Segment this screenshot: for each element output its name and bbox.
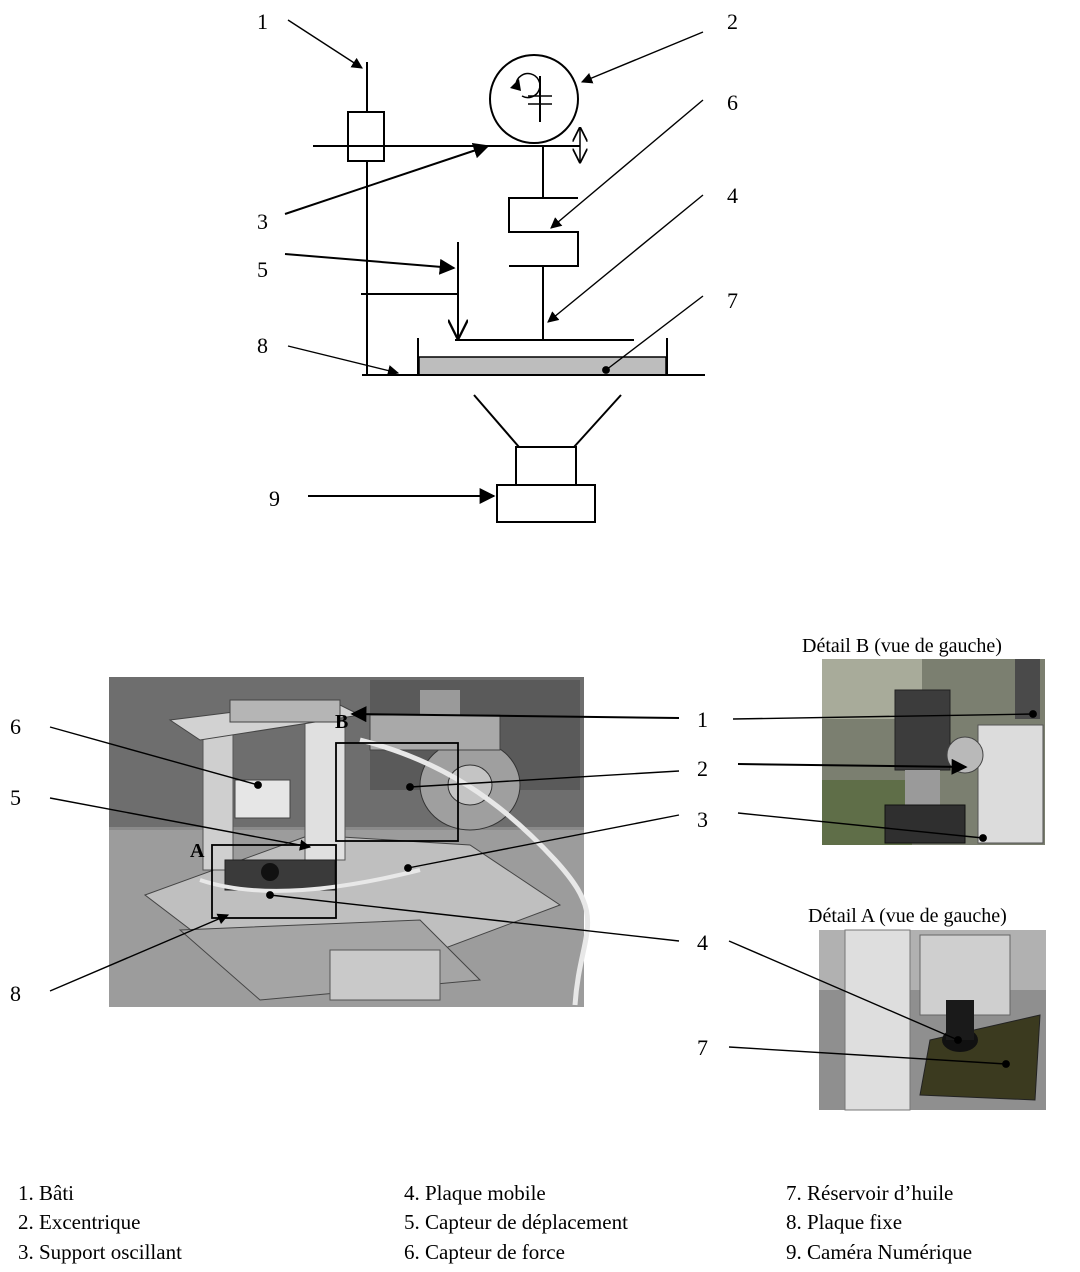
photo-label-8: 8 <box>10 981 21 1006</box>
legend-item: 3. Support oscillant <box>18 1238 182 1267</box>
schematic-label-8: 8 <box>257 333 268 358</box>
photo-label-4: 4 <box>697 930 708 955</box>
schematic-label-7: 7 <box>727 288 738 313</box>
legend-item: 4. Plaque mobile <box>404 1179 628 1208</box>
schematic-label-4: 4 <box>727 183 738 208</box>
photo-label-5: 5 <box>10 785 21 810</box>
photo-label-3: 3 <box>697 807 708 832</box>
photo-label-1: 1 <box>697 707 708 732</box>
force-sensor-shape <box>509 198 578 266</box>
schematic-label-1: 1 <box>257 9 268 34</box>
legend-item: 1. Bâti <box>18 1179 182 1208</box>
legend-item: 6. Capteur de force <box>404 1238 628 1267</box>
camera-lens <box>516 447 576 485</box>
detail-b-caption: Détail B (vue de gauche) <box>802 635 1002 657</box>
slider-block <box>348 112 384 161</box>
schematic-label-9: 9 <box>269 486 280 511</box>
photo-label-6: 6 <box>10 714 21 739</box>
legend-column-1: 1. Bâti 2. Excentrique 3. Support oscill… <box>18 1179 182 1267</box>
schematic-label-3: 3 <box>257 209 268 234</box>
oil-tank-fill <box>419 357 666 375</box>
schematic-label-2: 2 <box>727 9 738 34</box>
legend-column-2: 4. Plaque mobile 5. Capteur de déplaceme… <box>404 1179 628 1267</box>
schematic-label-6: 6 <box>727 90 738 115</box>
legend-item: 2. Excentrique <box>18 1208 182 1237</box>
box-label-a: A <box>190 840 205 862</box>
legend-item: 9. Caméra Numérique <box>786 1238 972 1267</box>
detail-b-photo <box>822 659 1045 845</box>
legend-column-3: 7. Réservoir d’huile 8. Plaque fixe 9. C… <box>786 1179 972 1267</box>
legend-item: 7. Réservoir d’huile <box>786 1179 972 1208</box>
detail-a-photo <box>819 930 1046 1110</box>
eccentric-wheel <box>490 55 578 143</box>
legend-item: 5. Capteur de déplacement <box>404 1208 628 1237</box>
camera-body <box>497 485 595 522</box>
box-label-b: B <box>335 711 348 733</box>
photo-label-7: 7 <box>697 1035 708 1060</box>
detail-a-caption: Détail A (vue de gauche) <box>808 905 1007 927</box>
legend-item: 8. Plaque fixe <box>786 1208 972 1237</box>
schematic-label-5: 5 <box>257 257 268 282</box>
schematic-diagram <box>313 55 705 522</box>
photo-label-2: 2 <box>697 756 708 781</box>
